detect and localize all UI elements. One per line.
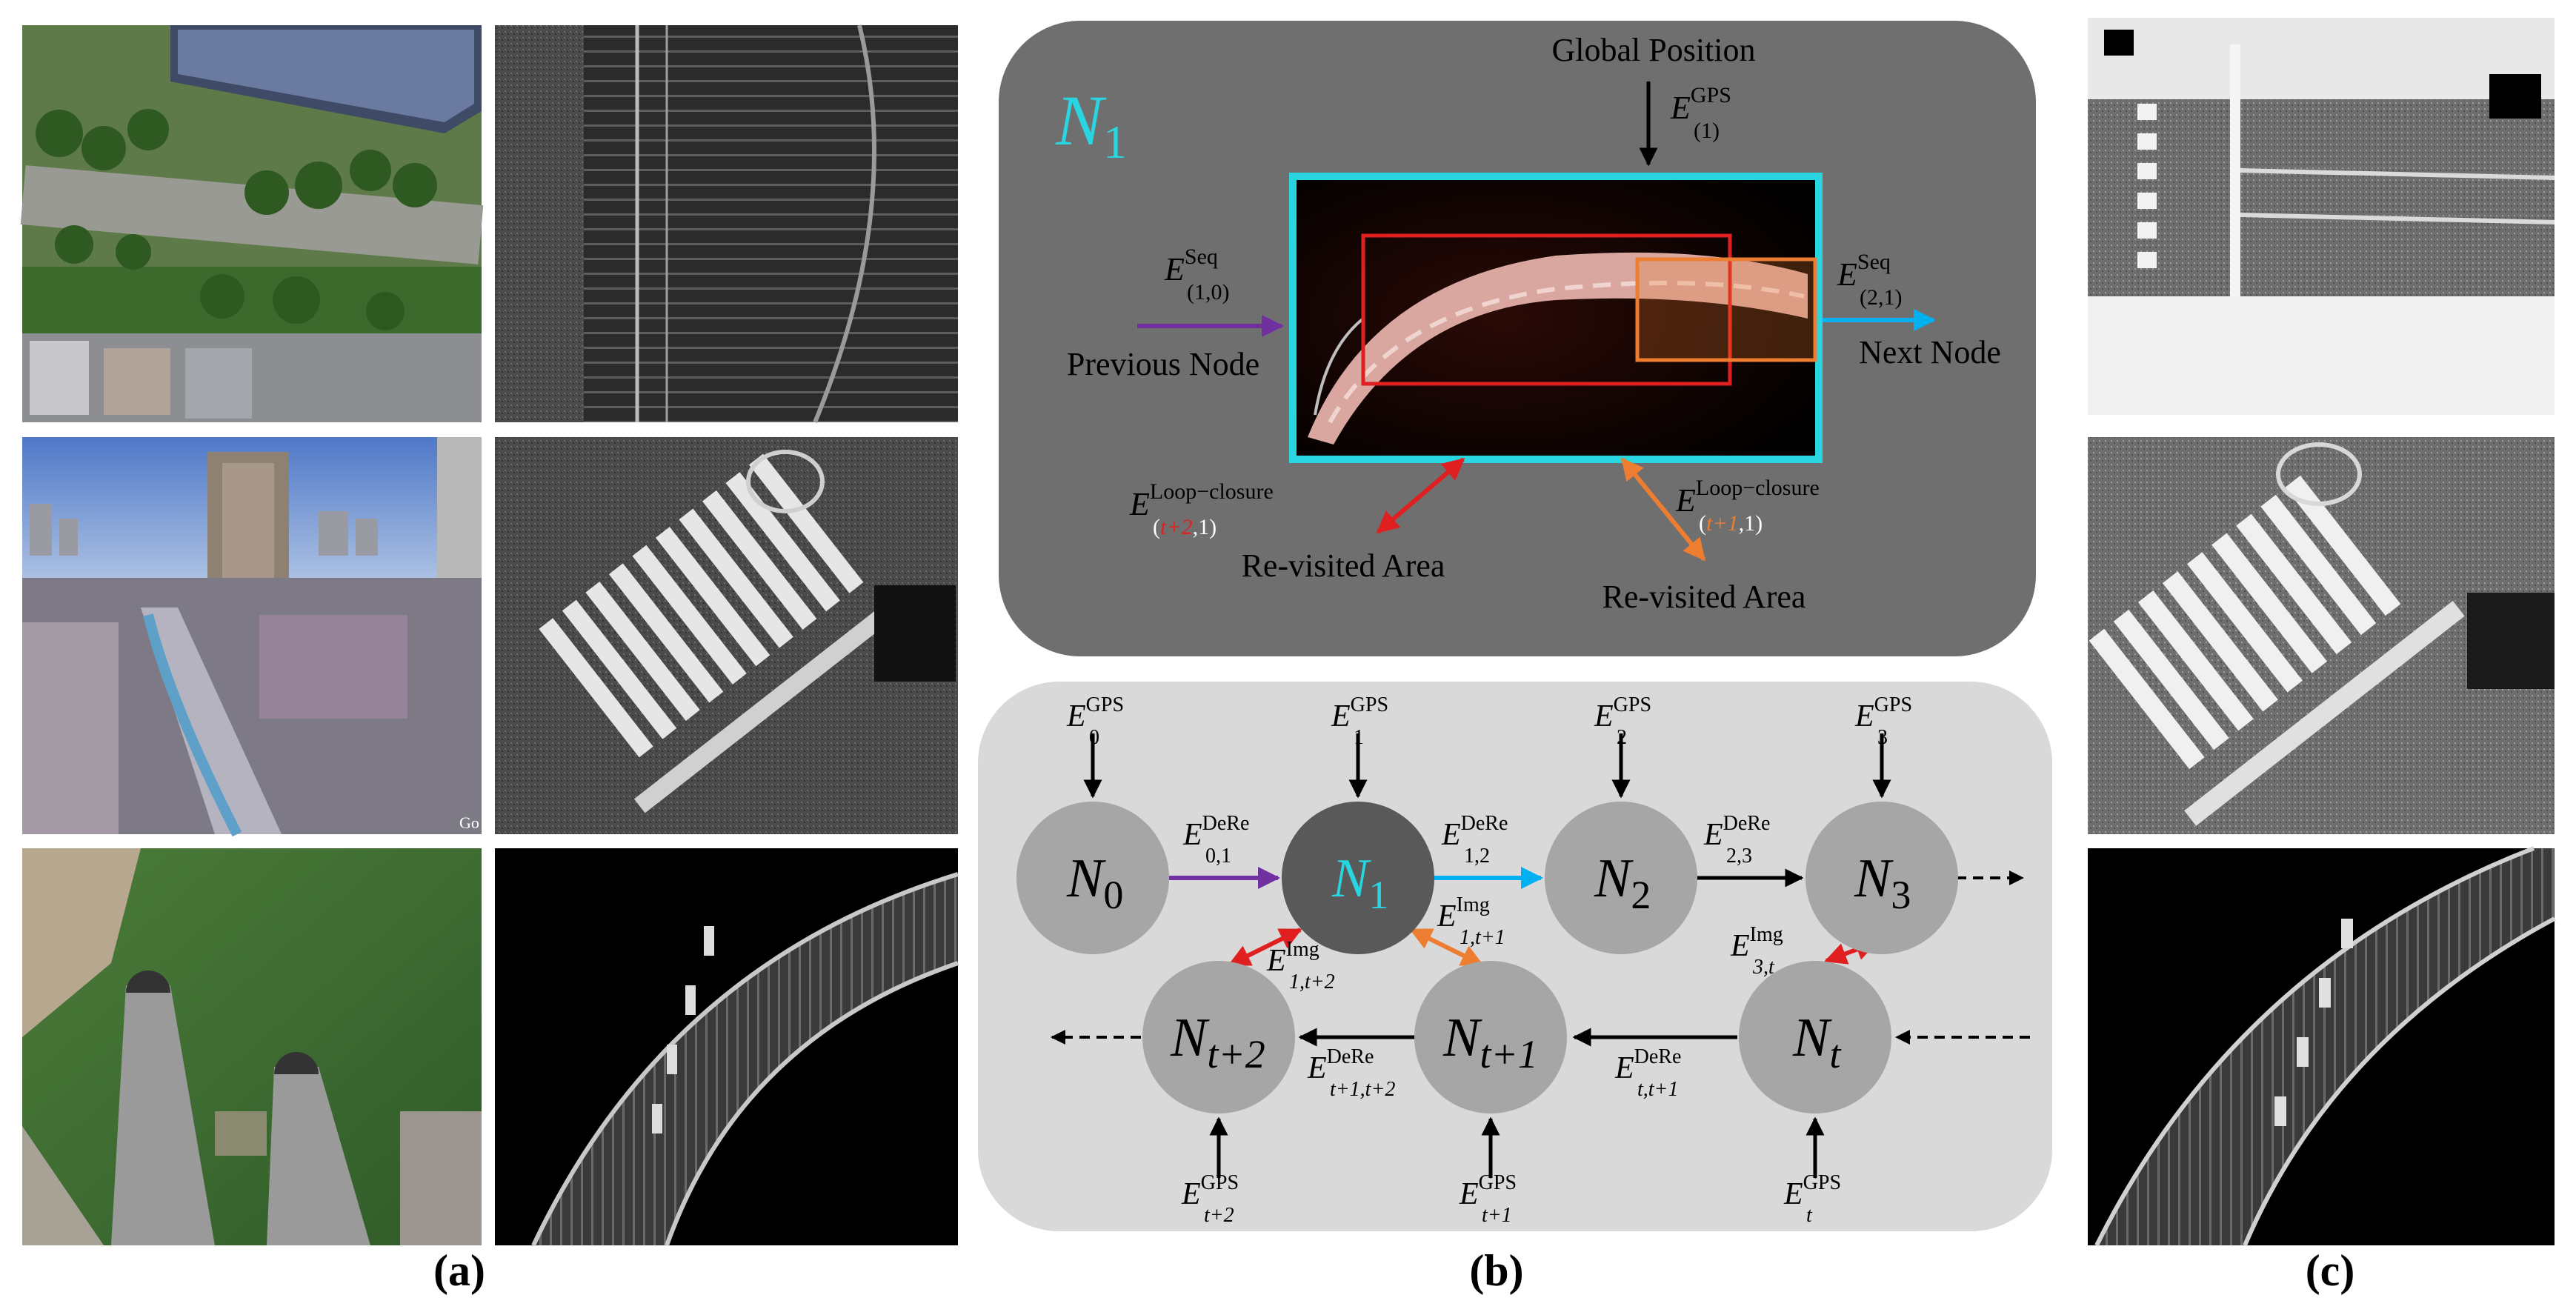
- tunnel-highway-photo: [22, 848, 482, 1245]
- node-n1-label: N1: [1331, 848, 1388, 917]
- panel-b-node-detail: N1 Global Position EGPS(1) ESeq(1,0) Pre…: [999, 21, 2036, 656]
- panel-a-label: (a): [433, 1246, 485, 1295]
- revisited-area-left: Re-visited Area: [1242, 547, 1445, 584]
- node-n0-label: N0: [1066, 848, 1123, 917]
- node-n3: [1805, 802, 1958, 954]
- city-rail-photo: Go: [22, 437, 482, 837]
- node-detail-title: N1: [1055, 81, 1127, 168]
- bev-map-1: [2088, 18, 2555, 415]
- node-n2: [1545, 802, 1697, 954]
- node-n1: [1282, 802, 1434, 954]
- previous-node-label: Previous Node: [1067, 346, 1259, 382]
- global-position-label: Global Position: [1551, 32, 1755, 68]
- node-nt1: [1414, 961, 1567, 1113]
- pose-graph-background: [978, 682, 2052, 1231]
- node-nt2-label: Nt+2: [1170, 1008, 1265, 1076]
- node-n2-label: N2: [1594, 848, 1651, 917]
- next-node-label: Next Node: [1859, 334, 2001, 370]
- node-nt1-label: Nt+1: [1442, 1008, 1538, 1076]
- lidar-map-1: [495, 24, 958, 424]
- svg-text:Go: Go: [459, 813, 479, 832]
- panel-b-label: (b): [1469, 1246, 1523, 1295]
- revisited-area-right: Re-visited Area: [1602, 579, 1806, 615]
- aerial-campus-photo: [20, 25, 484, 422]
- node-n0: [1016, 802, 1169, 954]
- bev-map-3: [2088, 846, 2556, 1247]
- loop-closure-arrow-right: [1620, 457, 1706, 562]
- seq-out-label: ESeq(2,1): [1837, 250, 1902, 310]
- loop-closure-arrow-left: [1376, 457, 1465, 534]
- panel-a: Go: [20, 24, 959, 1295]
- edge-img-n1-nt2: [1228, 928, 1302, 967]
- node-nt-label: Nt: [1792, 1008, 1842, 1076]
- node-n3-label: N3: [1854, 848, 1911, 917]
- bev-map-2: [2088, 437, 2555, 834]
- lidar-scan-image: [1289, 173, 1823, 463]
- node-nt: [1739, 961, 1891, 1113]
- panel-c-label: (c): [2306, 1246, 2355, 1295]
- panel-c: (c): [2088, 18, 2556, 1295]
- edge-img-n1-nt1: [1409, 928, 1484, 967]
- lidar-map-3: [495, 848, 959, 1247]
- lidar-map-2: [495, 437, 958, 834]
- node-nt2: [1142, 961, 1295, 1113]
